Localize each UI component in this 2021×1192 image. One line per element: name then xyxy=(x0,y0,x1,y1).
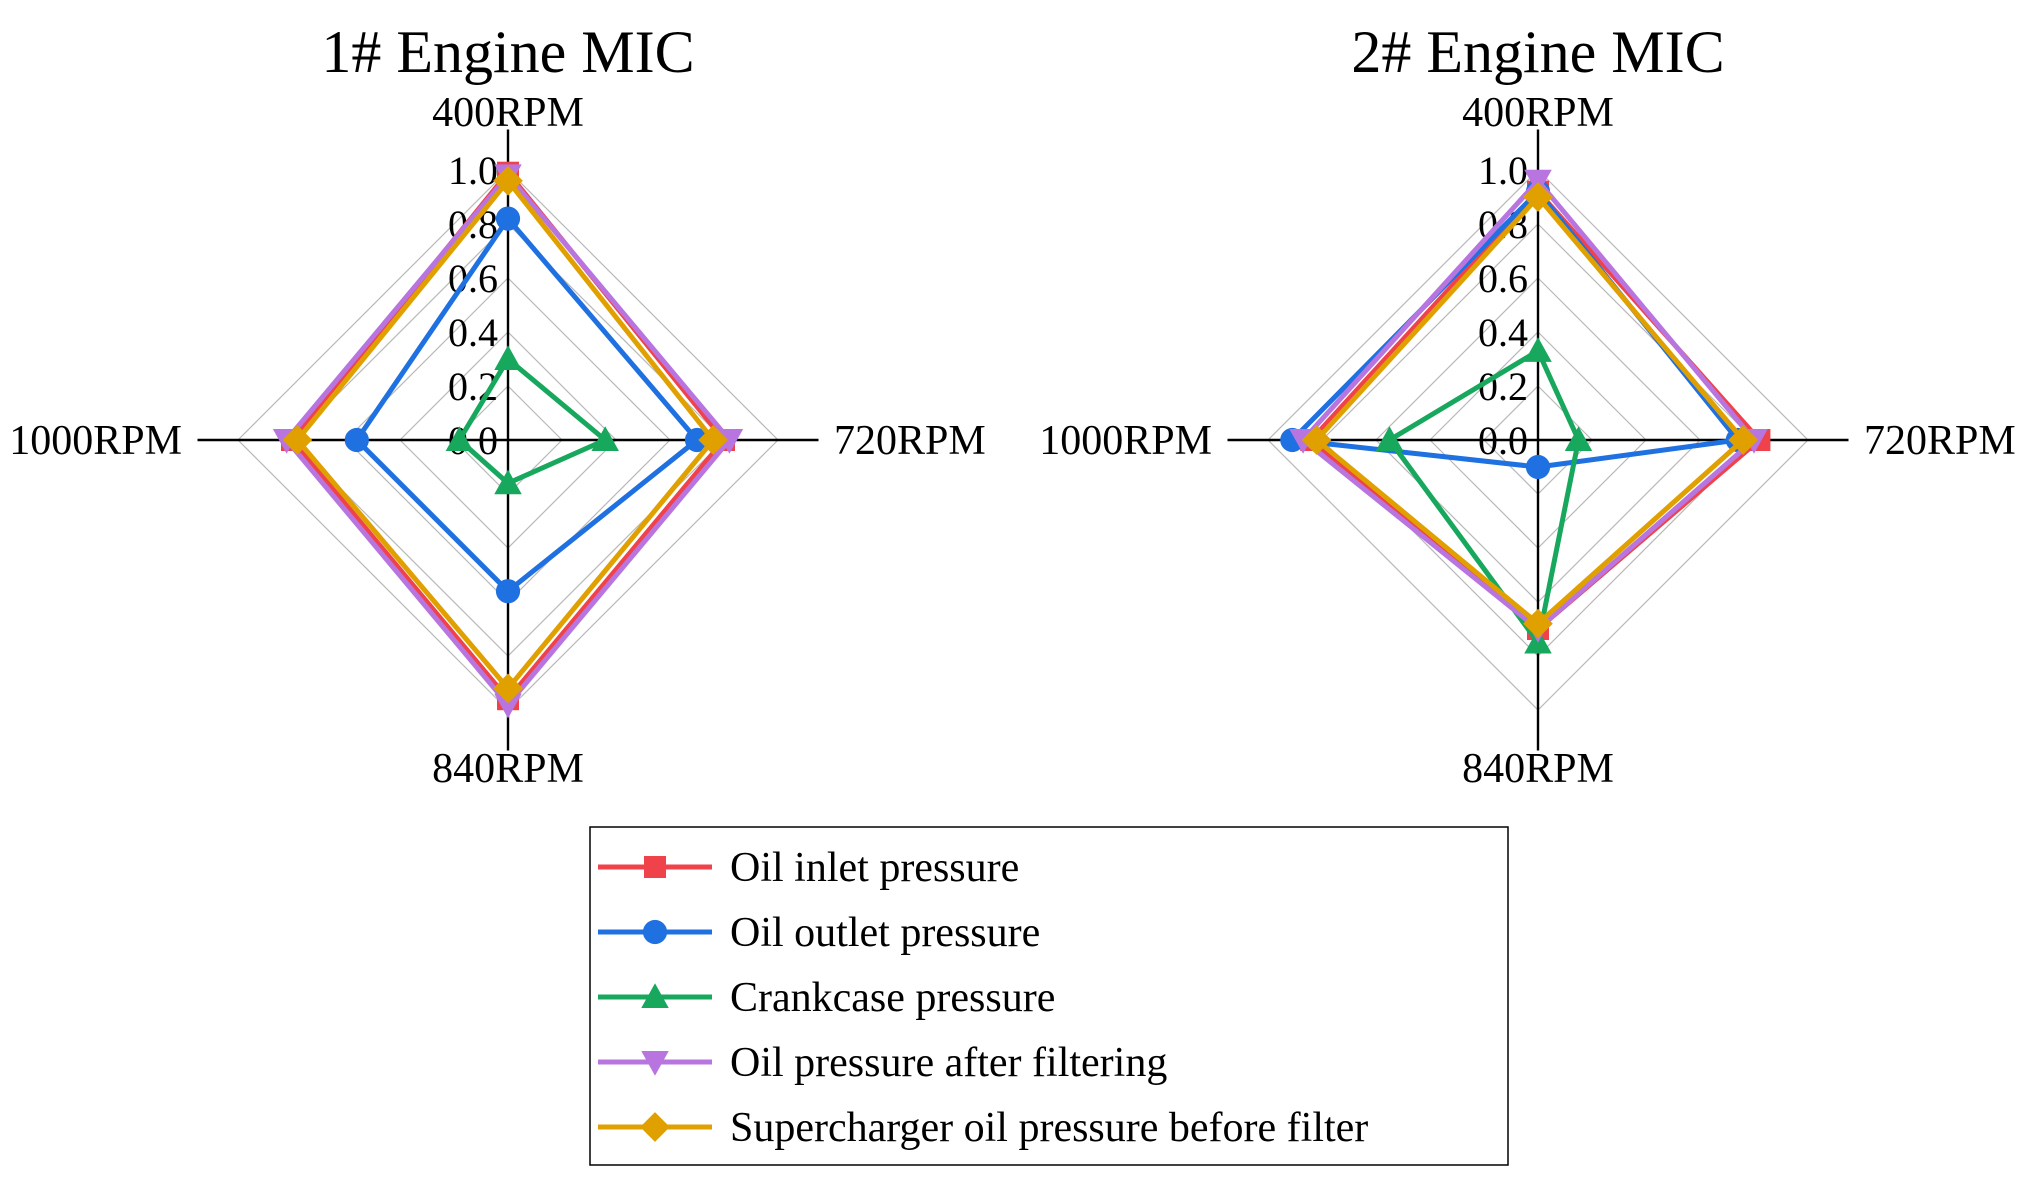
data-point xyxy=(1523,182,1553,212)
series-oil-inlet-pressure xyxy=(1300,180,1771,640)
legend-label: Oil inlet pressure xyxy=(730,845,1019,891)
chart-title: 2# Engine MIC xyxy=(1351,19,1724,85)
series-crankcase-pressure xyxy=(445,345,619,495)
legend-item-oil-pressure-after-filtering: Oil pressure after filtering xyxy=(598,1040,1167,1086)
series-oil-pressure-after-filtering xyxy=(1289,169,1768,643)
axis-label-720rpm: 720RPM xyxy=(1864,418,2016,464)
data-point xyxy=(494,345,522,370)
data-point xyxy=(495,579,521,604)
axis-label-400rpm: 400RPM xyxy=(1462,90,1614,136)
data-point xyxy=(1728,425,1759,455)
tick-label: 1.0 xyxy=(448,148,498,193)
tick-label: 0.6 xyxy=(1478,256,1528,301)
legend-marker xyxy=(644,856,666,878)
legend-item-crankcase-pressure: Crankcase pressure xyxy=(598,975,1055,1021)
series-supercharger-oil-pressure-before-filter xyxy=(1301,182,1759,639)
data-point xyxy=(494,693,522,719)
legend-item-oil-outlet-pressure: Oil outlet pressure xyxy=(598,910,1040,956)
data-point xyxy=(493,165,523,196)
series-line xyxy=(1308,189,1762,632)
data-point xyxy=(591,426,619,451)
data-point xyxy=(344,427,369,453)
axis-label-720rpm: 720RPM xyxy=(834,418,986,464)
legend-label: Supercharger oil pressure before filter xyxy=(730,1105,1368,1151)
tick-label: 0.4 xyxy=(1478,310,1528,355)
data-point xyxy=(1523,608,1553,639)
legend-label: Oil pressure after filtering xyxy=(730,1040,1167,1086)
data-point xyxy=(684,427,710,453)
series-supercharger-oil-pressure-before-filter xyxy=(282,165,729,704)
data-point xyxy=(1301,425,1332,455)
chart-title: 1# Engine MIC xyxy=(321,19,694,85)
data-point xyxy=(495,206,521,231)
legend-item-supercharger-oil-pressure-before-filter: Supercharger oil pressure before filter xyxy=(598,1105,1368,1151)
legend-box xyxy=(589,826,1509,1166)
axis-label-400rpm: 400RPM xyxy=(432,90,584,136)
legend-marker xyxy=(642,919,668,945)
tick-label: 1.0 xyxy=(1478,148,1528,193)
tick-label: 0.4 xyxy=(448,310,498,355)
legend-item-oil-inlet-pressure: Oil inlet pressure xyxy=(598,845,1019,891)
axis-label-1000rpm: 1000RPM xyxy=(1039,418,1212,464)
legend-marker xyxy=(641,1051,669,1076)
legend-label: Oil outlet pressure xyxy=(730,910,1040,956)
data-point xyxy=(1525,454,1551,480)
data-point xyxy=(1524,337,1552,362)
data-point xyxy=(1375,426,1404,451)
data-point xyxy=(1564,426,1593,451)
tick-label: 0.0 xyxy=(1478,418,1528,463)
chart-1-engine-mic: 1# Engine MIC0.00.20.40.60.81.0400RPM720… xyxy=(9,19,985,792)
axis-label-840rpm: 840RPM xyxy=(432,746,584,792)
series-oil-outlet-pressure xyxy=(344,206,710,604)
data-point xyxy=(282,425,313,455)
data-point xyxy=(445,426,474,451)
data-point xyxy=(493,673,523,704)
legend-label: Crankcase pressure xyxy=(730,975,1055,1021)
legend-marker xyxy=(640,1112,670,1142)
legend-marker xyxy=(641,983,669,1008)
series-line xyxy=(1314,194,1746,627)
axis-label-1000rpm: 1000RPM xyxy=(9,418,182,464)
data-point xyxy=(698,425,729,455)
data-point xyxy=(494,469,522,495)
axis-label-840rpm: 840RPM xyxy=(1462,746,1614,792)
chart-2-engine-mic: 2# Engine MIC0.00.20.40.60.81.0400RPM720… xyxy=(1039,19,2015,792)
